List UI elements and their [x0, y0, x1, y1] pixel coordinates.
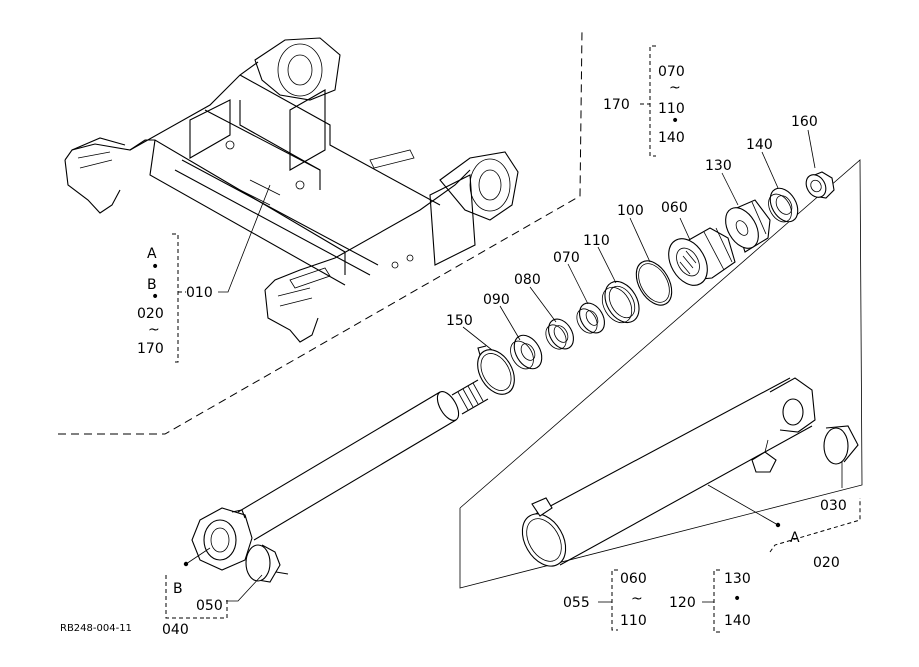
- group-120-line2: •: [733, 591, 741, 607]
- ring-080: [545, 318, 574, 350]
- callout-120: 120: [669, 595, 696, 611]
- bushing-070: [576, 302, 605, 334]
- group-170-line1: 070: [658, 64, 685, 80]
- frame-assembly: [64, 37, 519, 343]
- group-010-line5: 020: [137, 306, 164, 322]
- group-010-line7: 170: [137, 341, 164, 357]
- snap-ring-150: [477, 345, 515, 395]
- group-010-line6: ~: [148, 322, 160, 338]
- callout-110: 110: [583, 233, 610, 249]
- group-170-line4: •: [671, 113, 679, 129]
- ring-110: [601, 280, 640, 324]
- bushing-030: [823, 425, 859, 465]
- group-170-line3: 110: [658, 101, 685, 117]
- bracket-040: [165, 575, 228, 619]
- callout-030: 030: [820, 498, 847, 514]
- gland-060: [668, 227, 736, 286]
- bushing-050: [245, 544, 289, 583]
- cylinder-region-border: [459, 159, 863, 589]
- cylinder-tube: [521, 377, 816, 567]
- group-055-line3: 110: [620, 613, 647, 629]
- group-055-line1: 060: [620, 571, 647, 587]
- callout-040: 040: [162, 622, 189, 638]
- group-010-line2: •: [151, 259, 159, 275]
- callout-060: 060: [661, 200, 688, 216]
- group-120-line3: 140: [724, 613, 751, 629]
- group-055-line2: ~: [631, 591, 643, 607]
- marker-a-label: A: [790, 530, 800, 546]
- callout-140: 140: [746, 137, 773, 153]
- group-170-line5: 140: [658, 130, 685, 146]
- callout-020: 020: [813, 555, 840, 571]
- bracket-120: [713, 569, 720, 633]
- bracket-010: [172, 233, 186, 363]
- diagram-id: RB248-004-11: [60, 623, 132, 634]
- callout-170: 170: [603, 97, 630, 113]
- bracket-055: [611, 569, 618, 631]
- callout-050: 050: [196, 598, 223, 614]
- bracket-020: [769, 498, 861, 553]
- callout-100: 100: [617, 203, 644, 219]
- piston-rod: [191, 379, 489, 571]
- callout-090: 090: [483, 292, 510, 308]
- piston-130: [725, 199, 771, 253]
- callout-055: 055: [563, 595, 590, 611]
- callout-150: 150: [446, 313, 473, 329]
- group-010-line1: A: [147, 246, 157, 262]
- group-010-line3: B: [147, 277, 157, 293]
- callout-160: 160: [791, 114, 818, 130]
- group-010-line4: •: [151, 289, 159, 305]
- o-ring-100: [635, 260, 673, 306]
- marker-b-label: B: [173, 581, 183, 597]
- callout-130: 130: [705, 158, 732, 174]
- bracket-170: [640, 45, 656, 157]
- leader-010: [218, 184, 271, 293]
- ring-140: [768, 187, 799, 223]
- nut-160: [805, 171, 835, 199]
- group-120-line1: 130: [724, 571, 751, 587]
- seal-090: [510, 334, 543, 370]
- callout-080: 080: [514, 272, 541, 288]
- frame-region-dashed-border: [58, 29, 583, 435]
- callout-010: 010: [186, 285, 213, 301]
- callout-070: 070: [553, 250, 580, 266]
- group-170-line2: ~: [669, 80, 681, 96]
